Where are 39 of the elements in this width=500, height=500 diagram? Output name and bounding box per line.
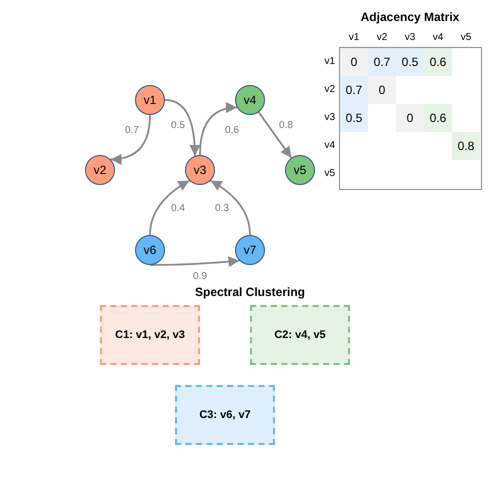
column-header: v3 — [404, 31, 416, 45]
arrow — [258, 112, 292, 158]
graph-vertex: v7 — [235, 235, 265, 265]
column-header: v2 — [376, 31, 388, 45]
cluster-panel: C1: v1, v2, v3 — [100, 305, 200, 365]
cluster-panel: C3: v6, v7 — [175, 385, 275, 445]
column-header: v5 — [460, 31, 472, 45]
graph-vertex: v1 — [135, 85, 165, 115]
graph-vertex: v4 — [235, 85, 265, 115]
column-header: v4 — [432, 31, 444, 45]
row-header: v3 — [324, 111, 335, 125]
matrix-value: 0.8 — [452, 132, 480, 160]
arrow — [149, 180, 190, 236]
matrix-value: 0.5 — [396, 48, 424, 76]
arrow — [210, 180, 251, 236]
graph-vertex: v2 — [85, 155, 115, 185]
row-header: v1 — [324, 55, 335, 69]
column-header: v1 — [348, 31, 360, 45]
graph-vertex: v6 — [135, 235, 165, 265]
row-header: v5 — [324, 167, 335, 181]
cluster-panel: C2: v4, v5 — [250, 305, 350, 365]
row-header: v4 — [324, 139, 335, 153]
arrow — [199, 102, 238, 156]
section-heading: Spectral Clustering — [194, 285, 306, 299]
matrix-value: 0.5 — [340, 104, 368, 132]
matrix-value: 0 — [396, 104, 424, 132]
matrix-value: 0.6 — [424, 104, 452, 132]
graph-vertex: v5 — [285, 155, 315, 185]
matrix-value: 0.7 — [340, 76, 368, 104]
matrix-title: Adjacency Matrix — [360, 10, 460, 24]
matrix-value: 0.6 — [424, 48, 452, 76]
matrix-value: 0.7 — [368, 48, 396, 76]
arrow — [164, 99, 200, 156]
row-header: v2 — [324, 83, 335, 97]
graph-vertex: v3 — [185, 155, 215, 185]
arrow — [110, 114, 151, 164]
matrix-value: 0 — [368, 76, 396, 104]
matrix-value: 0 — [340, 48, 368, 76]
arrow — [150, 256, 240, 268]
